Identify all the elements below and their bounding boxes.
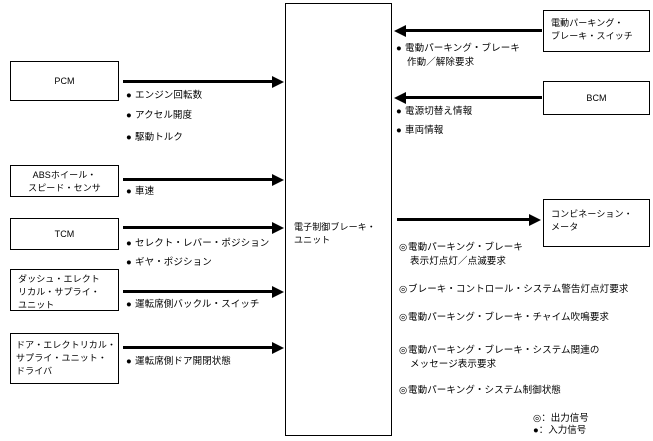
signal-text: アクセル開度 — [135, 110, 193, 121]
arrow-head-icon — [529, 213, 541, 226]
node-label-line2: ユニット — [294, 235, 331, 245]
node-label-line1: 電子制御ブレーキ・ — [294, 222, 376, 232]
input-bullet-icon: ● — [396, 43, 402, 54]
node-epb-switch-label-line2: ブレーキ・スイッチ — [551, 31, 633, 41]
signal-vehicle-speed: ●車速 — [126, 185, 154, 199]
node-dash-label-line3: ユニット — [18, 300, 55, 310]
input-bullet-icon: ● — [126, 90, 132, 101]
arrow-unit-to-combination-meter — [397, 213, 541, 226]
node-dash-label-line1: ダッシュ・エレクト — [18, 274, 100, 284]
node-abs-wheel-speed-sensor[interactable]: ABSホイール・ スピード・センサ — [10, 165, 119, 197]
signal-text: 電動パーキング・システム制御状態 — [408, 385, 562, 396]
signal-text: 駆動トルク — [135, 132, 184, 143]
signal-text: 電動パーキング・ブレーキ — [408, 242, 523, 253]
signal-text: 運転席側バックル・スイッチ — [135, 299, 260, 310]
arrow-head-icon — [272, 285, 284, 298]
node-bcm-label-wrap: BCM — [544, 82, 649, 114]
arrow-bcm-to-unit — [394, 91, 542, 104]
node-abs-label-line1: ABSホイール・ — [32, 170, 97, 180]
signal-text: 電動パーキング・ブレーキ — [405, 43, 520, 54]
signal-power-switching-info: ●電源切替え情報 — [396, 105, 472, 119]
node-pcm[interactable]: PCM — [10, 61, 119, 101]
node-bcm-label: BCM — [586, 92, 607, 103]
input-bullet-icon: ● — [126, 257, 132, 268]
output-bullet-icon: ◎ — [399, 242, 408, 253]
signal-text: 車速 — [135, 186, 155, 197]
output-bullet-icon: ◎ — [399, 284, 408, 295]
arrow-door-unit-to-unit — [123, 341, 284, 354]
signal-epb-system-control-state: ◎電動パーキング・システム制御状態 — [399, 384, 561, 398]
input-bullet-icon: ● — [126, 356, 132, 367]
node-tcm-label: TCM — [54, 228, 75, 239]
node-bcm[interactable]: BCM — [543, 81, 650, 115]
node-combination-meter-label-line2: メータ — [551, 222, 579, 232]
signal-driver-seat-buckle-switch: ●運転席側バックル・スイッチ — [126, 298, 260, 312]
signal-text: 運転席側ドア開閉状態 — [135, 356, 232, 367]
signal-epb-apply-release-request: ●電動パーキング・ブレーキ 作動／解除要求 — [396, 42, 520, 70]
signal-text: ギヤ・ポジション — [135, 257, 212, 268]
node-door-label-line1: ドア・エレクトリカル・ — [16, 340, 117, 350]
input-bullet-icon: ● — [396, 125, 402, 136]
arrow-head-icon — [272, 341, 284, 354]
signal-text-line2: 表示灯点灯／点滅要求 — [410, 256, 507, 267]
signal-drive-torque: ●駆動トルク — [126, 131, 183, 145]
node-tcm-label-wrap: TCM — [11, 219, 118, 249]
node-dash-electrical-supply-unit[interactable]: ダッシュ・エレクト リカル・サプライ・ ユニット — [10, 269, 119, 311]
signal-text-line2: メッセージ表示要求 — [410, 359, 497, 370]
arrow-head-icon — [394, 24, 406, 37]
node-door-label-line2: サプライ・ユニット・ — [16, 353, 108, 363]
legend-input-signal: ●：入力信号 — [533, 425, 587, 436]
signal-epb-system-message-display-request: ◎電動パーキング・ブレーキ・システム関連の メッセージ表示要求 — [399, 344, 599, 372]
node-abs-label-line2: スピード・センサ — [28, 183, 101, 193]
legend-output-signal: ◎：出力信号 — [533, 413, 589, 424]
signal-text: 電源切替え情報 — [405, 106, 473, 117]
signal-accelerator-opening: ●アクセル開度 — [126, 109, 192, 123]
input-bullet-icon: ● — [126, 238, 132, 249]
arrow-tcm-to-unit — [123, 221, 284, 234]
signal-text: 電動パーキング・ブレーキ・チャイム吹鳴要求 — [408, 312, 610, 323]
node-pcm-label-wrap: PCM — [11, 62, 118, 100]
output-bullet-icon: ◎ — [399, 312, 408, 323]
node-electric-parking-brake-switch[interactable]: 電動パーキング・ ブレーキ・スイッチ — [543, 10, 650, 52]
signal-text: 電動パーキング・ブレーキ・システム関連の — [408, 345, 600, 356]
signal-text: ブレーキ・コントロール・システム警告灯点灯要求 — [408, 284, 629, 295]
arrow-abs-to-unit — [123, 173, 284, 186]
node-electronic-brake-control-unit[interactable]: 電子制御ブレーキ・ ユニット — [285, 3, 392, 436]
signal-text: セレクト・レバー・ポジション — [135, 238, 270, 249]
arrow-epb-switch-to-unit — [394, 24, 542, 37]
signal-brake-control-system-warning-lamp-request: ◎ブレーキ・コントロール・システム警告灯点灯要求 — [399, 283, 629, 297]
signal-gear-position: ●ギヤ・ポジション — [126, 256, 212, 270]
input-bullet-icon: ● — [126, 186, 132, 197]
input-bullet-icon: ● — [396, 106, 402, 117]
node-dash-label-line2: リカル・サプライ・ — [18, 287, 100, 297]
signal-driver-door-open-close-state: ●運転席側ドア開閉状態 — [126, 355, 231, 369]
node-epb-switch-label-line1: 電動パーキング・ — [551, 18, 624, 28]
signal-text: 車両情報 — [405, 125, 444, 136]
node-tcm[interactable]: TCM — [10, 218, 119, 250]
node-door-electrical-supply-unit-driver[interactable]: ドア・エレクトリカル・ サプライ・ユニット・ ドライバ — [10, 333, 119, 384]
arrow-dash-unit-to-unit — [123, 285, 284, 298]
signal-epb-indicator-on-blink-request: ◎電動パーキング・ブレーキ 表示灯点灯／点滅要求 — [399, 241, 523, 269]
output-bullet-icon: ◎ — [399, 385, 408, 396]
signal-select-lever-position: ●セレクト・レバー・ポジション — [126, 237, 269, 251]
node-combination-meter-label-line1: コンビネーション・ — [551, 209, 633, 219]
legend: ◎：出力信号 ●：入力信号 — [533, 413, 589, 437]
node-door-label-line3: ドライバ — [16, 366, 53, 376]
signal-epb-chime-request: ◎電動パーキング・ブレーキ・チャイム吹鳴要求 — [399, 311, 609, 325]
input-bullet-icon: ● — [126, 132, 132, 143]
input-bullet-icon: ● — [126, 299, 132, 310]
arrow-pcm-to-unit — [123, 75, 284, 88]
arrow-head-icon — [394, 91, 406, 104]
signal-engine-speed: ●エンジン回転数 — [126, 89, 202, 103]
output-bullet-icon: ◎ — [399, 345, 408, 356]
node-combination-meter[interactable]: コンビネーション・ メータ — [543, 199, 650, 247]
node-pcm-label: PCM — [54, 75, 75, 86]
input-bullet-icon: ● — [126, 110, 132, 121]
arrow-head-icon — [272, 75, 284, 88]
arrow-head-icon — [272, 221, 284, 234]
arrow-head-icon — [272, 173, 284, 186]
signal-text-line2: 作動／解除要求 — [407, 57, 475, 68]
signal-text: エンジン回転数 — [135, 90, 203, 101]
signal-vehicle-info: ●車両情報 — [396, 124, 443, 138]
